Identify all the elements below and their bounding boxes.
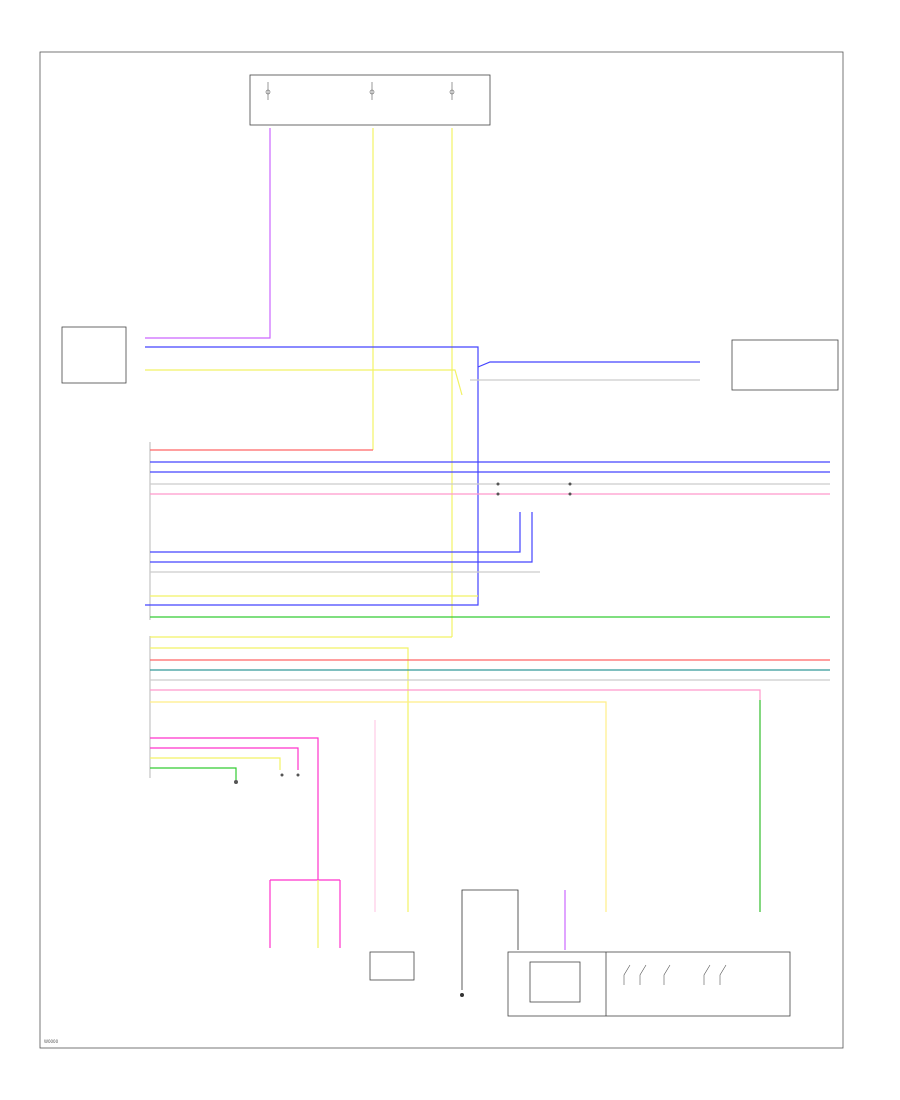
fuse-left	[265, 82, 271, 100]
fuse-center	[369, 82, 375, 100]
wire-black-ground-loop	[461, 889, 519, 950]
wire-green-short	[150, 767, 237, 780]
wire-blue-right-module	[477, 361, 700, 368]
wire-pink-to-switch	[150, 689, 761, 912]
wire-blue-lower-1	[150, 512, 521, 553]
relay-inner	[529, 961, 581, 1003]
wire-yellow-short	[150, 757, 281, 770]
connector-dots	[234, 482, 572, 784]
ground-symbol	[460, 993, 464, 997]
footer-code: W0000	[44, 1039, 59, 1044]
fuse-box	[249, 74, 491, 126]
wire-yellow-to-sensor	[150, 647, 409, 912]
bottom-relay-box	[507, 951, 791, 1017]
left-module-box	[61, 326, 127, 384]
switch-glyphs	[623, 964, 727, 985]
wire-magenta-2	[150, 747, 299, 770]
wire-blue-lower-2	[150, 512, 533, 563]
fuse-right	[449, 82, 455, 100]
wire-violet-fuse-left	[145, 128, 271, 339]
diagram-frame	[39, 51, 844, 1049]
right-module-box	[731, 339, 839, 391]
wire-magenta-1	[150, 737, 319, 880]
wire-blue-upper	[145, 346, 479, 606]
wire-yellow-upper	[145, 369, 463, 396]
bottom-component-small	[369, 951, 415, 981]
wire-lightyellow-drop	[150, 701, 607, 912]
